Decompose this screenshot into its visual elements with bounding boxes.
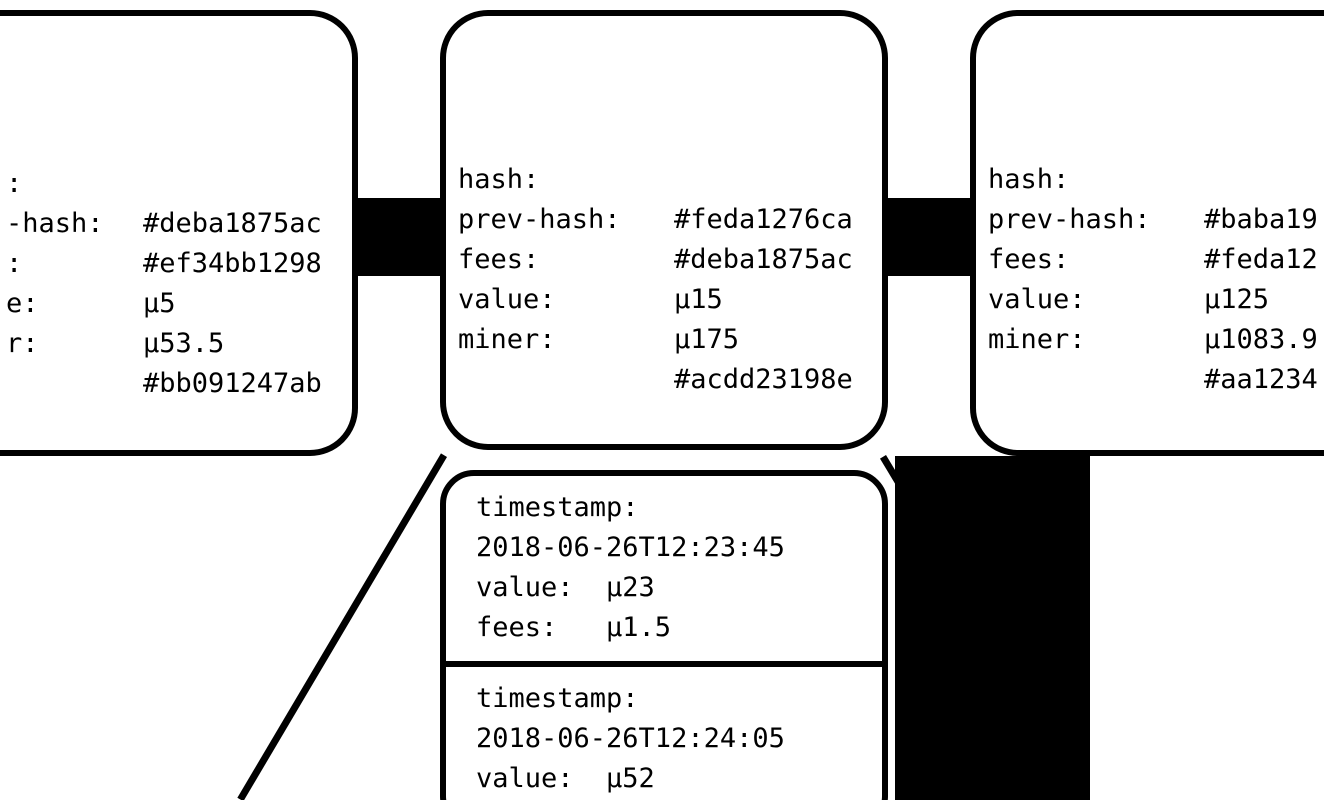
block-card-right[interactable]: hash: #baba19 prev-hash: #feda12 fees: µ… <box>970 10 1324 456</box>
block-left-value-prev-hash: #ef34bb1298 <box>143 248 322 279</box>
block-right-row-miner: miner: #aa1234 <box>976 280 1324 395</box>
block-right-row-prev-hash: prev-hash: #feda12 <box>976 160 1324 275</box>
block-middle-key-prev-hash: prev-hash: <box>458 204 621 235</box>
transaction-entry-2[interactable]: timestamp: 2018-06-26T12:24:05 value: µ5… <box>446 667 882 800</box>
block-left-key-value: e: <box>6 288 39 319</box>
block-middle-field-list: hash: #feda1276ca prev-hash: #deba1875ac… <box>446 16 882 444</box>
block-middle-row-prev-hash: prev-hash: #deba1875ac <box>446 160 882 275</box>
block-left-row-value: e: µ53.5 <box>0 244 352 359</box>
block-right-value-hash: #baba19 <box>1204 204 1318 235</box>
block-middle-key-hash: hash: <box>458 164 540 195</box>
block-middle-row-hash: hash: #feda1276ca <box>446 120 882 235</box>
block-left-row-prev-hash: -hash: #ef34bb1298 <box>0 164 352 279</box>
block-right-value-miner: #aa1234 <box>1204 364 1318 395</box>
block-right-key-fees: fees: <box>988 244 1070 275</box>
block-middle-value-fees: µ15 <box>674 284 723 315</box>
block-middle-row-value: value: µ175 <box>446 240 882 355</box>
transaction-1-value: value: µ23 <box>476 572 655 603</box>
block-right-value-value: µ1083.9 <box>1204 324 1318 355</box>
transaction-divider <box>446 661 882 667</box>
block-right-key-miner: miner: <box>988 324 1086 355</box>
block-middle-value-hash: #feda1276ca <box>674 204 853 235</box>
leader-line-left <box>237 453 447 800</box>
block-middle-row-fees: fees: µ15 <box>446 200 882 315</box>
transaction-list-card[interactable]: timestamp: 2018-06-26T12:23:45 value: µ2… <box>440 470 888 800</box>
block-left-value-hash: #deba1875ac <box>143 208 322 239</box>
block-middle-value-prev-hash: #deba1875ac <box>674 244 853 275</box>
block-card-left[interactable]: : #deba1875ac -hash: #ef34bb1298 : µ5 e:… <box>0 10 358 456</box>
chain-connector-left-middle <box>350 198 448 276</box>
block-middle-value-value: µ175 <box>674 324 740 355</box>
block-right-key-value: value: <box>988 284 1086 315</box>
chain-connector-middle-right <box>880 198 978 276</box>
block-middle-row-miner: miner: #acdd23198e <box>446 280 882 395</box>
block-left-row-fees: : µ5 <box>0 204 352 319</box>
transaction-2-timestamp-value: 2018-06-26T12:24:05 <box>476 723 785 754</box>
block-middle-key-miner: miner: <box>458 324 556 355</box>
block-right-value-prev-hash: #feda12 <box>1204 244 1318 275</box>
block-left-value-miner: #bb091247ab <box>143 368 322 399</box>
block-left-row-hash: : #deba1875ac <box>0 124 352 239</box>
block-right-row-fees: fees: µ125 <box>976 200 1324 315</box>
block-left-field-list: : #deba1875ac -hash: #ef34bb1298 : µ5 e:… <box>0 16 352 450</box>
black-panel-right <box>895 456 1090 800</box>
block-right-key-prev-hash: prev-hash: <box>988 204 1151 235</box>
block-right-value-fees: µ125 <box>1204 284 1270 315</box>
block-right-row-hash: hash: #baba19 <box>976 120 1324 235</box>
block-left-key-prev-hash: -hash: <box>6 208 104 239</box>
transaction-entry-1[interactable]: timestamp: 2018-06-26T12:23:45 value: µ2… <box>446 476 882 661</box>
block-left-value-value: µ53.5 <box>143 328 225 359</box>
transaction-2-value: value: µ52 <box>476 763 655 794</box>
block-card-middle[interactable]: hash: #feda1276ca prev-hash: #deba1875ac… <box>440 10 888 450</box>
block-left-value-fees: µ5 <box>143 288 176 319</box>
transaction-1-timestamp-label: timestamp: <box>476 492 639 523</box>
block-middle-key-value: value: <box>458 284 556 315</box>
block-left-key-miner: r: <box>6 328 39 359</box>
block-middle-key-fees: fees: <box>458 244 540 275</box>
transaction-1-timestamp-value: 2018-06-26T12:23:45 <box>476 532 785 563</box>
transaction-1-fees: fees: µ1.5 <box>476 612 672 643</box>
block-right-key-hash: hash: <box>988 164 1070 195</box>
block-middle-value-miner: #acdd23198e <box>674 364 853 395</box>
block-left-key-fees: : <box>6 248 23 279</box>
block-right-row-value: value: µ1083.9 <box>976 240 1324 355</box>
transaction-2-timestamp-label: timestamp: <box>476 683 639 714</box>
block-right-field-list: hash: #baba19 prev-hash: #feda12 fees: µ… <box>976 16 1324 450</box>
block-left-key-hash: : <box>6 168 23 199</box>
block-left-row-miner: r: #bb091247ab <box>0 284 352 399</box>
